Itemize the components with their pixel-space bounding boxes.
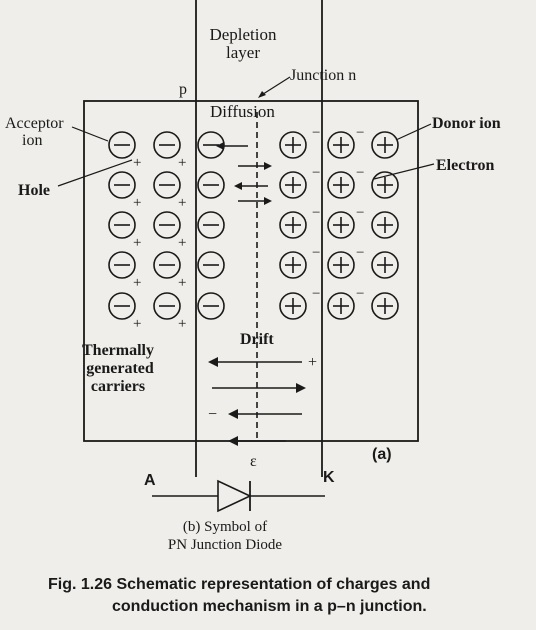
figure-caption-2: conduction mechanism in a p–n junction. bbox=[112, 598, 427, 615]
acceptor-ion bbox=[108, 251, 136, 279]
junction-label: Junction n bbox=[290, 67, 356, 84]
donor-ion bbox=[371, 292, 399, 320]
electron-label: Electron bbox=[436, 157, 494, 174]
electron-carrier: − bbox=[312, 165, 320, 181]
donor-ion bbox=[371, 211, 399, 239]
electron-carrier: − bbox=[356, 165, 364, 181]
hole-carrier: + bbox=[178, 235, 186, 251]
acceptor-pointer bbox=[71, 126, 109, 142]
acceptor-ion-label-1: Acceptor bbox=[5, 115, 64, 132]
donor-ion-label: Donor ion bbox=[432, 115, 501, 132]
donor-ion bbox=[327, 251, 355, 279]
acceptor-ion bbox=[108, 292, 136, 320]
field-arrow-head bbox=[228, 436, 238, 446]
electron-carrier: − bbox=[312, 245, 320, 261]
acceptor-ion bbox=[197, 292, 225, 320]
field-epsilon-label: ε bbox=[250, 453, 257, 470]
acceptor-ion bbox=[108, 171, 136, 199]
donor-ion bbox=[371, 131, 399, 159]
diode-caption-1: (b) Symbol of bbox=[183, 519, 267, 535]
diode-caption-2: PN Junction Diode bbox=[168, 537, 283, 553]
electron-pointer bbox=[373, 163, 435, 180]
depletion-layer-label-2: layer bbox=[226, 43, 260, 62]
junction-pointer bbox=[259, 76, 291, 97]
donor-ion bbox=[279, 171, 307, 199]
figure-caption-1: Fig. 1.26 Schematic representation of ch… bbox=[48, 576, 430, 593]
anode-label: A bbox=[144, 472, 156, 489]
hole-carrier: + bbox=[178, 195, 186, 211]
thermal-carriers-label-3: carriers bbox=[91, 378, 145, 395]
hole-carrier: + bbox=[133, 275, 141, 291]
hole-carrier: + bbox=[178, 275, 186, 291]
donor-ion bbox=[279, 251, 307, 279]
donor-ion bbox=[327, 171, 355, 199]
acceptor-ion bbox=[153, 171, 181, 199]
acceptor-ion bbox=[153, 211, 181, 239]
hole-carrier: + bbox=[178, 316, 186, 332]
acceptor-ion bbox=[197, 251, 225, 279]
donor-ion bbox=[279, 211, 307, 239]
donor-ion bbox=[327, 131, 355, 159]
acceptor-ion bbox=[197, 211, 225, 239]
hole-carrier: + bbox=[133, 195, 141, 211]
donor-ion bbox=[279, 131, 307, 159]
electron-carrier: − bbox=[312, 205, 320, 221]
hole-pointer bbox=[57, 159, 133, 187]
hole-carrier: + bbox=[133, 235, 141, 251]
thermal-carriers-label-2: generated bbox=[86, 360, 154, 377]
svg-text:−: − bbox=[208, 406, 217, 423]
donor-ion bbox=[327, 211, 355, 239]
donor-ion bbox=[327, 292, 355, 320]
junction-pointer-head bbox=[258, 91, 266, 98]
donor-ion bbox=[371, 251, 399, 279]
hole-carrier: + bbox=[133, 155, 141, 171]
diode-symbol bbox=[152, 479, 325, 513]
electron-carrier: − bbox=[356, 245, 364, 261]
diffusion-label: Diffusion bbox=[210, 102, 275, 121]
electron-carrier: − bbox=[312, 125, 320, 141]
electron-carrier: − bbox=[312, 286, 320, 302]
drift-label: Drift bbox=[240, 331, 274, 348]
depletion-layer-label-1: Depletion bbox=[209, 25, 277, 44]
donor-ion bbox=[279, 292, 307, 320]
svg-text:+: + bbox=[308, 354, 317, 371]
hole-carrier: + bbox=[133, 316, 141, 332]
donor-pointer bbox=[395, 123, 432, 141]
drift-arrows: + − bbox=[208, 354, 317, 423]
acceptor-ion bbox=[153, 251, 181, 279]
acceptor-ion bbox=[197, 171, 225, 199]
cathode-label: K bbox=[323, 469, 335, 486]
part-a-label: (a) bbox=[372, 446, 392, 463]
donor-ion bbox=[371, 171, 399, 199]
thermal-carriers-label-1: Thermally bbox=[82, 342, 154, 359]
hole-label: Hole bbox=[18, 182, 50, 199]
hole-carrier: + bbox=[178, 155, 186, 171]
electron-carrier: − bbox=[356, 205, 364, 221]
acceptor-ion bbox=[108, 211, 136, 239]
acceptor-ion bbox=[108, 131, 136, 159]
electron-carrier: − bbox=[356, 125, 364, 141]
acceptor-ion bbox=[153, 131, 181, 159]
acceptor-ion bbox=[153, 292, 181, 320]
acceptor-ion-label-2: ion bbox=[22, 132, 42, 149]
diffusion-arrows bbox=[216, 142, 272, 205]
electron-carrier: − bbox=[356, 286, 364, 302]
p-region-label: p bbox=[179, 81, 187, 98]
donor-ion-grid: − − − − − − − − − − bbox=[279, 125, 399, 320]
